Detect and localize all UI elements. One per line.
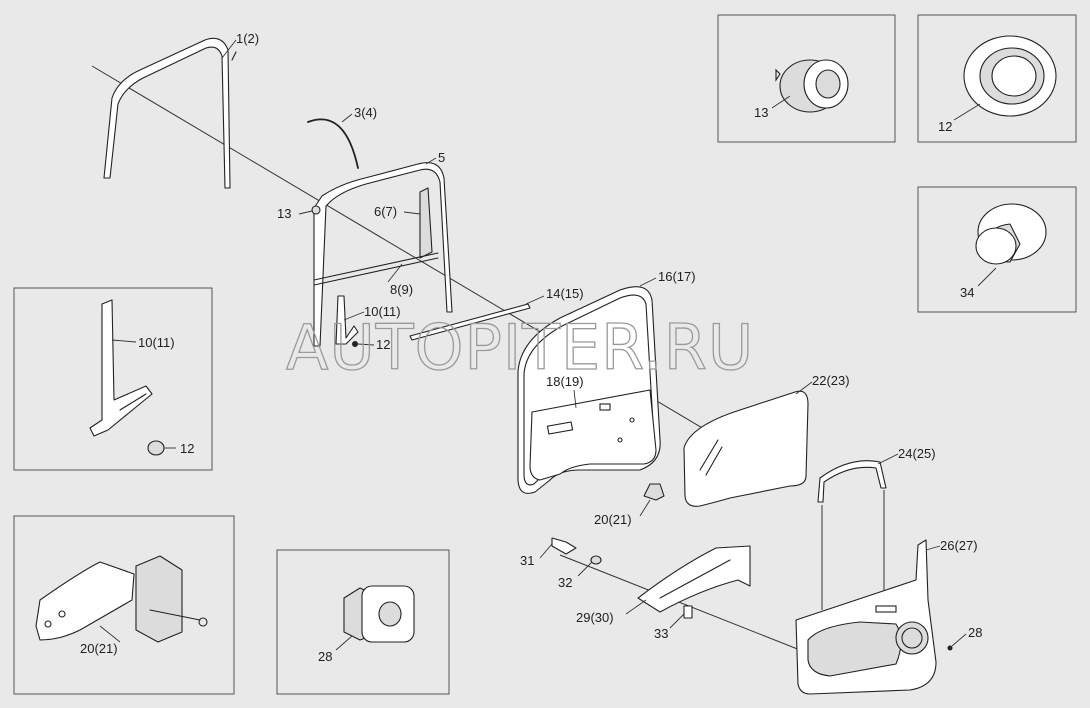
watermark: AUTOPITER.RU xyxy=(286,311,754,384)
hinge-small xyxy=(643,483,665,501)
inset-label-12: 12 xyxy=(938,119,952,134)
inset-clip-34-drawing xyxy=(975,203,1047,265)
label-13: 13 xyxy=(277,206,291,221)
label-20-21: 20(21) xyxy=(594,512,632,527)
label-12: 12 xyxy=(376,337,390,352)
inset-clip-28-drawing xyxy=(343,585,415,643)
inset-grommet-12-drawing xyxy=(963,35,1057,117)
label-29-30: 29(30) xyxy=(576,610,614,625)
label-31: 31 xyxy=(520,553,534,568)
bolt-31 xyxy=(551,537,577,555)
label-8-9: 8(9) xyxy=(390,282,413,297)
label-18-19: 18(19) xyxy=(546,374,584,389)
door-frame-moulding xyxy=(103,37,237,189)
belt-strip-part xyxy=(307,118,359,169)
grommet-12-small xyxy=(352,341,358,347)
door-glass xyxy=(683,390,809,507)
assembly-axis-line xyxy=(91,65,791,481)
label-26-27: 26(27) xyxy=(940,538,978,553)
clip-28-small xyxy=(947,645,953,651)
inset-label-20-21: 20(21) xyxy=(80,641,118,656)
leader-lines xyxy=(99,39,997,651)
inset-label-10-11: 10(11) xyxy=(138,335,175,350)
inset-label-34: 34 xyxy=(960,285,974,300)
label-14-15: 14(15) xyxy=(546,286,584,301)
door-bracket-assembly xyxy=(637,545,751,613)
inset-clip-13-drawing xyxy=(775,59,849,113)
door-seal-film xyxy=(529,389,657,481)
rear-channel-part xyxy=(335,295,359,345)
label-1-2: 1(2) xyxy=(236,31,259,46)
assembly-axis-line-2 xyxy=(559,554,801,651)
label-3-4: 3(4) xyxy=(354,105,377,120)
label-33: 33 xyxy=(654,626,668,641)
inset-label-28: 28 xyxy=(318,649,332,664)
label-6-7: 6(7) xyxy=(374,204,397,219)
inset-label-13: 13 xyxy=(754,105,768,120)
label-10-11: 10(11) xyxy=(364,304,401,319)
label-22-23: 22(23) xyxy=(812,373,850,388)
door-trim-panel xyxy=(795,539,937,695)
washer-32 xyxy=(590,555,602,565)
glass-run-channel xyxy=(313,162,453,347)
label-5: 5 xyxy=(438,150,445,165)
inset-channel-10-drawing xyxy=(89,299,165,456)
label-28: 28 xyxy=(968,625,982,640)
inset-label-12b: 12 xyxy=(180,441,194,456)
pull-handle xyxy=(817,460,887,503)
clip-13-small xyxy=(311,205,321,215)
label-16-17: 16(17) xyxy=(658,269,696,284)
outer-belt-moulding xyxy=(409,303,531,341)
inset-hinge-20-drawing xyxy=(35,555,208,643)
label-24-25: 24(25) xyxy=(898,446,936,461)
pin-33 xyxy=(683,605,693,619)
label-32: 32 xyxy=(558,575,572,590)
